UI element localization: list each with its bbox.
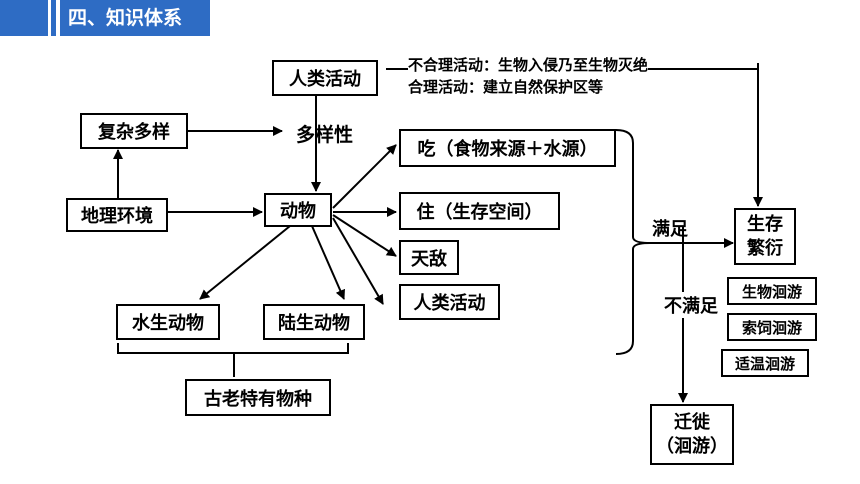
note-reasonable-activity: 合理活动：建立自然保护区等: [408, 78, 604, 96]
edge-animal-enemy: [332, 214, 397, 257]
node-animal: 动物: [264, 193, 332, 227]
header-accent-stripe: [51, 0, 56, 36]
node-human-activity-top: 人类活动: [272, 60, 378, 96]
label-unsatisfy: 不满足: [664, 292, 718, 318]
node-enemy: 天敌: [399, 240, 459, 275]
node-terrestrial-animals: 陆生动物: [263, 304, 365, 340]
node-survive-reproduce: 生存 繁衍: [734, 208, 796, 265]
node-aquatic-animals: 水生动物: [116, 304, 220, 340]
edge-animal-human: [332, 217, 384, 305]
node-geo-environment: 地理环境: [66, 198, 168, 232]
node-eat: 吃（食物来源＋水源）: [399, 129, 616, 167]
header-accent-bar: [0, 0, 48, 36]
label-satisfy: 满足: [652, 219, 688, 240]
node-feeding-migration: 索饲洄游: [727, 313, 817, 341]
node-migration-line1: 迁徙: [674, 411, 710, 433]
node-complex-diverse: 复杂多样: [80, 113, 188, 149]
brace-right: [615, 129, 651, 355]
node-migration-line2: （洄游）: [656, 435, 728, 457]
node-migration: 迁徙 （洄游）: [650, 404, 734, 465]
edge-animal-eat: [332, 144, 397, 209]
node-thermal-migration: 适温洄游: [721, 349, 809, 377]
node-bio-migration: 生物洄游: [727, 277, 817, 305]
section-title: 四、知识体系: [60, 0, 210, 36]
label-diversity: 多样性: [296, 124, 354, 146]
node-survive-line1: 生存: [747, 213, 783, 235]
note-unreasonable-activity: 不合理活动：生物入侵乃至生物灭绝: [408, 54, 649, 75]
edge-animal-terrestrial: [311, 225, 345, 300]
node-live: 住（生存空间）: [399, 192, 560, 230]
node-human-activity-right: 人类活动: [399, 284, 500, 320]
edge-animal-aquatic: [199, 225, 291, 300]
brace-bottom: [117, 343, 349, 377]
node-ancient-species: 古老特有物种: [185, 379, 331, 416]
node-survive-line2: 繁衍: [747, 237, 783, 259]
